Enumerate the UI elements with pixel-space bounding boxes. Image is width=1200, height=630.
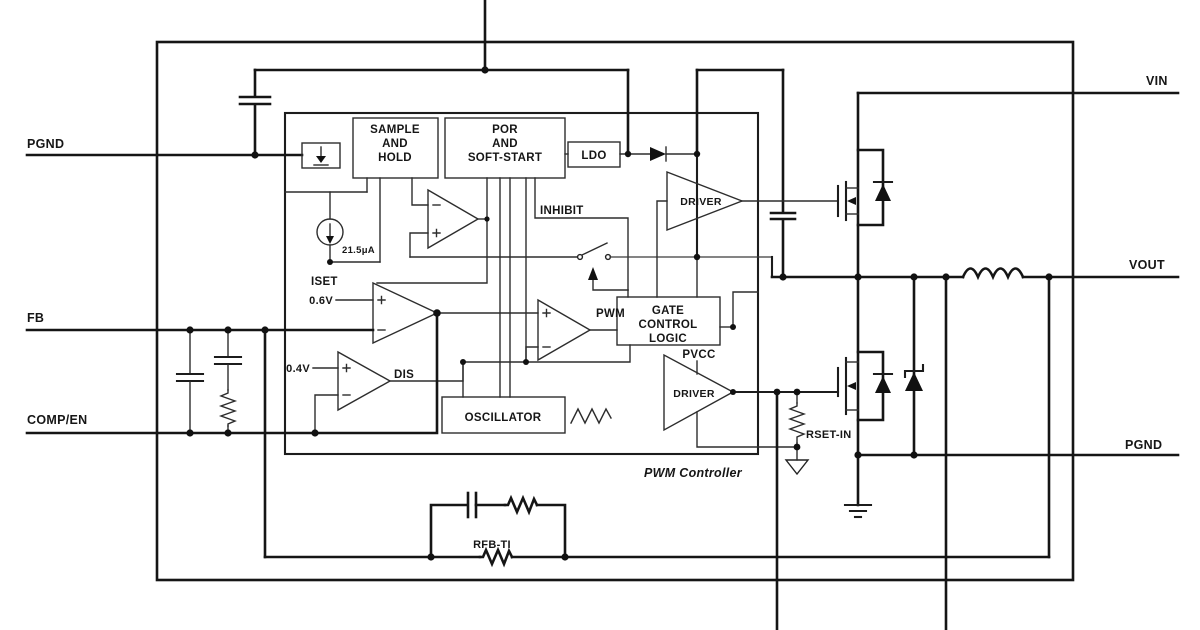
pvcc-label: PVCC [682,349,715,361]
oscillator-label: OSCILLATOR [465,412,542,424]
por-label-1: POR [492,124,518,136]
rset-in-label: RSET-IN [806,429,852,441]
driver-low-label: DRIVER [673,388,715,400]
sawtooth-icon [570,407,612,425]
pin-label-pgnd-right: PGND [1125,438,1162,452]
sample-hold-label-1: SAMPLE [370,124,420,136]
por-label-3: SOFT-START [468,152,542,164]
driver-high-side [666,170,839,232]
driver-low-side [663,353,840,448]
mosfet-high-side [836,148,894,227]
por-label-2: AND [492,138,518,150]
bootstrap-capacitor-symbol [769,211,797,221]
zero-cross-sense-line [732,291,759,328]
body-diode-icon [872,372,894,393]
bypass-net [238,0,630,157]
resistor-symbol [503,494,539,516]
fb-net [25,311,439,559]
body-diode-icon [872,180,894,201]
sample-and-hold-block [352,117,439,179]
oscillator-block [441,396,566,434]
module-boundary-box [155,40,1075,582]
gate-control-label-3: LOGIC [649,333,687,345]
sample-switch [576,242,774,279]
pin-label-vout: VOUT [1129,258,1165,272]
ldo-label: LDO [581,150,606,162]
por-control-lines [376,177,629,398]
pwm-label: PWM [596,308,625,320]
vout-net [770,267,1180,281]
resistor-symbol [218,389,238,427]
rfb-ti-label: RFB-TI [473,539,511,551]
driver-high-label: DRIVER [680,196,722,208]
pgnd-right-net [843,453,1180,519]
switch-blade [581,242,608,256]
mosfet-low-side [836,275,894,457]
inhibit-label: INHIBIT [540,205,584,217]
mosfet-arrow-icon [847,197,856,205]
diagram-caption: PWM Controller [644,466,743,480]
pwm-comparator [525,298,618,363]
ground-arrow-icon [313,146,329,166]
pin-label-comp-en: COMP/EN [27,413,87,427]
ground-clamp-box [301,142,341,169]
mosfet-arrow-icon [847,382,856,390]
sample-hold-label-2: AND [382,138,408,150]
capacitor-symbol [175,372,205,383]
capacitor-symbol [213,355,243,366]
rfb-ti-network [263,491,1051,568]
pin-label-vin: VIN [1146,74,1168,88]
diode-symbol [650,146,667,162]
earth-ground-icon [843,503,873,519]
error-amplifier [335,281,539,345]
iset-label: ISET [311,276,338,288]
vref-0p4-label: 0.4V [286,363,310,375]
schottky-cathode-icon [903,363,925,379]
dis-label: DIS [394,369,414,381]
vin-net [856,91,1180,279]
sample-hold-label-3: HOLD [378,152,412,164]
switch-control-arrow-icon [588,267,598,280]
gate-control-label-1: GATE [652,305,684,317]
signal-ground-icon [784,459,810,476]
vref-0p6-label: 0.6V [309,295,333,307]
sample-opamp [409,177,579,258]
pin-label-pgnd-left: PGND [27,137,64,151]
rset-in-resistor [784,391,810,476]
disable-comparator [312,350,464,434]
inductor-symbol [961,267,1025,281]
por-soft-start-block [444,117,566,179]
pwm-controller-box [283,111,760,456]
pgnd-left-net [25,142,341,169]
ramp-bus [462,344,631,363]
high-driver-input-line [656,200,668,298]
resistor-symbol [478,546,514,568]
junction-dots [186,66,1053,561]
pin-label-fb: FB [27,311,44,325]
schottky-diode [903,275,925,457]
gate-control-label-2: CONTROL [639,319,698,331]
ldo-output-net [619,68,797,279]
gate-control-logic-block [616,296,721,346]
capacitor-symbol [238,95,272,106]
current-source-value: 21.5μA [342,245,375,256]
